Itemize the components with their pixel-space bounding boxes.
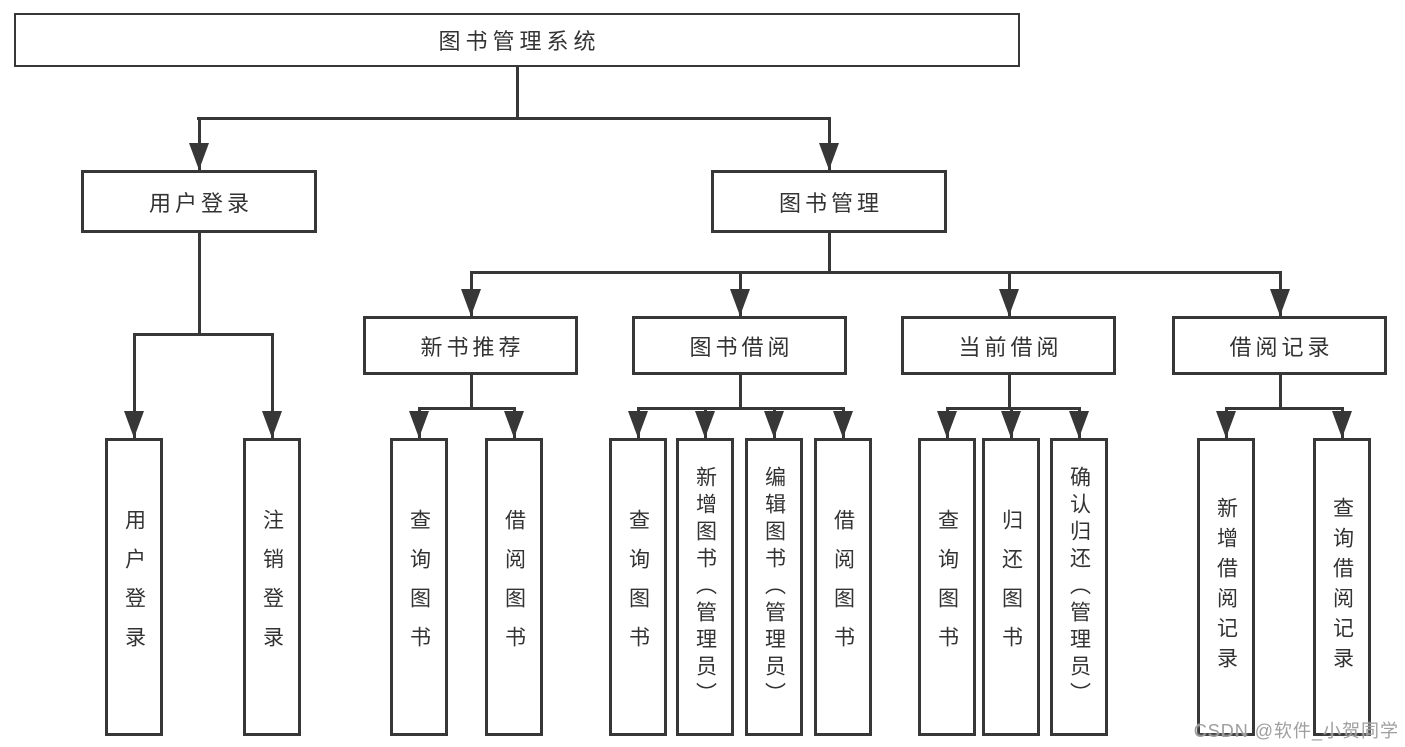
watermark-csdn: CSDN @软件_小贺同学 bbox=[1193, 721, 1399, 741]
leaf-label: 归还图书 bbox=[999, 509, 1023, 665]
arrow-down-icon bbox=[124, 411, 144, 438]
node-library-management-system: 图书管理系统 bbox=[14, 13, 1020, 67]
node-current-borrowing: 当前借阅 bbox=[901, 316, 1116, 375]
connector-line bbox=[739, 375, 742, 410]
connector-line bbox=[470, 271, 1282, 274]
node-user-login: 用户登录 bbox=[81, 170, 317, 233]
node-label: 用户登录 bbox=[148, 190, 253, 216]
node-label: 新书推荐 bbox=[420, 334, 525, 360]
leaf-label: 编辑图书（管理员） bbox=[762, 465, 786, 709]
leaf-label: 借阅图书 bbox=[502, 509, 526, 665]
leaf-label: 新增图书（管理员） bbox=[693, 465, 717, 709]
node-borrowing-records: 借阅记录 bbox=[1172, 316, 1387, 375]
arrow-down-icon bbox=[1332, 411, 1352, 438]
node-book-management: 图书管理 bbox=[711, 170, 947, 233]
leaf-label: 新增借阅记录 bbox=[1214, 497, 1238, 677]
connector-line bbox=[516, 67, 519, 118]
connector-line bbox=[133, 333, 136, 438]
leaf-add-book-admin: 新增图书（管理员） bbox=[676, 438, 734, 736]
connector-line bbox=[271, 333, 274, 438]
connector-line bbox=[418, 407, 516, 410]
leaf-label: 注销登录 bbox=[260, 509, 284, 665]
leaf-label: 查询借阅记录 bbox=[1330, 497, 1354, 677]
connector-line bbox=[470, 375, 473, 410]
connector-line bbox=[198, 233, 201, 336]
leaf-borrow-books-borrowing: 借阅图书 bbox=[814, 438, 872, 736]
leaf-label: 查询图书 bbox=[935, 509, 959, 665]
leaf-add-borrowing-record: 新增借阅记录 bbox=[1197, 438, 1255, 736]
connector-line bbox=[946, 407, 1081, 410]
leaf-borrow-books-recommend: 借阅图书 bbox=[485, 438, 543, 736]
leaf-edit-book-admin: 编辑图书（管理员） bbox=[745, 438, 803, 736]
arrow-down-icon bbox=[1216, 411, 1236, 438]
arrow-down-icon bbox=[1069, 411, 1089, 438]
connector-line bbox=[197, 117, 831, 120]
arrow-down-icon bbox=[999, 289, 1019, 316]
connector-line bbox=[637, 407, 845, 410]
leaf-query-borrowing-record: 查询借阅记录 bbox=[1313, 438, 1371, 736]
arrow-down-icon bbox=[764, 411, 784, 438]
arrow-down-icon bbox=[695, 411, 715, 438]
leaf-label: 用户登录 bbox=[122, 509, 146, 665]
node-label: 图书管理 bbox=[778, 190, 883, 216]
leaf-query-books-borrowing: 查询图书 bbox=[609, 438, 667, 736]
leaf-label: 借阅图书 bbox=[831, 509, 855, 665]
arrow-down-icon bbox=[833, 411, 853, 438]
connector-line bbox=[1225, 407, 1344, 410]
leaf-logout: 注销登录 bbox=[243, 438, 301, 736]
arrow-down-icon bbox=[504, 411, 524, 438]
arrow-down-icon bbox=[461, 289, 481, 316]
leaf-query-books-current: 查询图书 bbox=[918, 438, 976, 736]
connector-line bbox=[1279, 375, 1282, 410]
node-new-book-recommendation: 新书推荐 bbox=[363, 316, 578, 375]
node-label: 图书借阅 bbox=[689, 334, 794, 360]
leaf-query-books-recommend: 查询图书 bbox=[390, 438, 448, 736]
node-label: 图书管理系统 bbox=[438, 29, 601, 54]
leaf-return-books: 归还图书 bbox=[982, 438, 1040, 736]
node-label: 当前借阅 bbox=[958, 334, 1063, 360]
node-book-borrowing: 图书借阅 bbox=[632, 316, 847, 375]
connector-line bbox=[1008, 375, 1011, 410]
arrow-down-icon bbox=[189, 143, 209, 170]
arrow-down-icon bbox=[1001, 411, 1021, 438]
leaf-label: 查询图书 bbox=[407, 509, 431, 665]
connector-line bbox=[828, 233, 831, 274]
leaf-label: 查询图书 bbox=[626, 509, 650, 665]
leaf-user-login: 用户登录 bbox=[105, 438, 163, 736]
arrow-down-icon bbox=[409, 411, 429, 438]
arrow-down-icon bbox=[628, 411, 648, 438]
node-label: 借阅记录 bbox=[1229, 334, 1334, 360]
arrow-down-icon bbox=[819, 143, 839, 170]
arrow-down-icon bbox=[1270, 289, 1290, 316]
connector-line bbox=[133, 333, 274, 336]
arrow-down-icon bbox=[937, 411, 957, 438]
arrow-down-icon bbox=[262, 411, 282, 438]
arrow-down-icon bbox=[730, 289, 750, 316]
leaf-label: 确认归还（管理员） bbox=[1067, 465, 1091, 709]
leaf-confirm-return-admin: 确认归还（管理员） bbox=[1050, 438, 1108, 736]
